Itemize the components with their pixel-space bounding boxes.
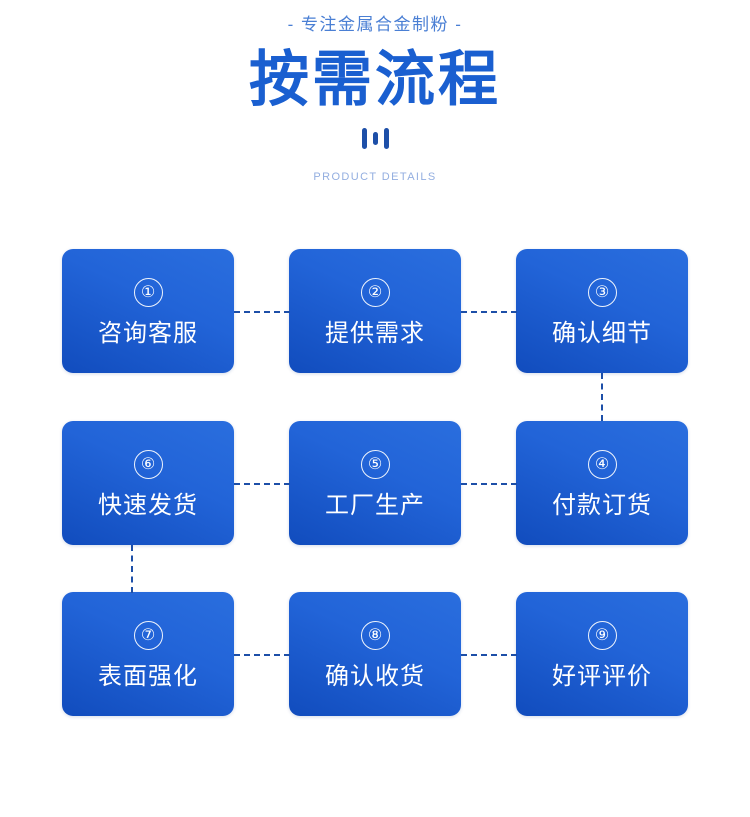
step-card-1: ① 咨询客服	[62, 249, 234, 373]
step-card-9: ⑨ 好评评价	[516, 592, 688, 716]
divider-bar-left	[361, 127, 367, 149]
connector-step2-to-step3	[461, 311, 517, 313]
divider-bar-middle	[372, 131, 378, 145]
connector-step8-to-step9	[461, 654, 517, 656]
step-number-badge: ⑨	[587, 621, 617, 650]
step-card-8: ⑧ 确认收货	[289, 592, 461, 716]
step-number-badge: ⑧	[360, 621, 390, 650]
step-label: 确认细节	[552, 320, 652, 347]
three-vertical-bars-icon	[0, 127, 750, 149]
step-label: 付款订货	[552, 492, 652, 519]
page-title: 按需流程	[249, 46, 501, 113]
step-label: 表面强化	[98, 663, 198, 690]
step-card-5: ⑤ 工厂生产	[289, 421, 461, 545]
step-number-badge: ⑤	[360, 450, 390, 479]
step-label: 提供需求	[325, 320, 425, 347]
step-number-badge: ⑥	[133, 450, 163, 479]
connector-step4-to-step5	[461, 483, 517, 485]
step-label: 工厂生产	[325, 492, 425, 519]
step-number-badge: ⑦	[133, 621, 163, 650]
eyebrow-text: - 专注金属合金制粉 -	[287, 15, 463, 34]
step-number-badge: ①	[133, 278, 163, 307]
step-label: 咨询客服	[98, 320, 198, 347]
connector-step5-to-step6	[234, 483, 290, 485]
step-label: 确认收货	[325, 663, 425, 690]
connector-step1-to-step2	[234, 311, 290, 313]
step-number-badge: ④	[587, 450, 617, 479]
step-label: 好评评价	[552, 663, 652, 690]
page-header: - 专注金属合金制粉 - 按需流程 PRODUCT DETAILS	[0, 0, 750, 184]
step-number-badge: ③	[587, 278, 617, 307]
connector-step6-to-step7	[131, 545, 133, 593]
step-card-3: ③ 确认细节	[516, 249, 688, 373]
step-card-7: ⑦ 表面强化	[62, 592, 234, 716]
step-number-badge: ②	[360, 278, 390, 307]
connector-step7-to-step8	[234, 654, 290, 656]
subtitle-english: PRODUCT DETAILS	[313, 171, 437, 183]
step-card-6: ⑥ 快速发货	[62, 421, 234, 545]
step-card-4: ④ 付款订货	[516, 421, 688, 545]
step-label: 快速发货	[98, 492, 198, 519]
step-card-2: ② 提供需求	[289, 249, 461, 373]
divider-bar-right	[383, 127, 389, 149]
connector-step3-to-step4	[601, 373, 603, 421]
